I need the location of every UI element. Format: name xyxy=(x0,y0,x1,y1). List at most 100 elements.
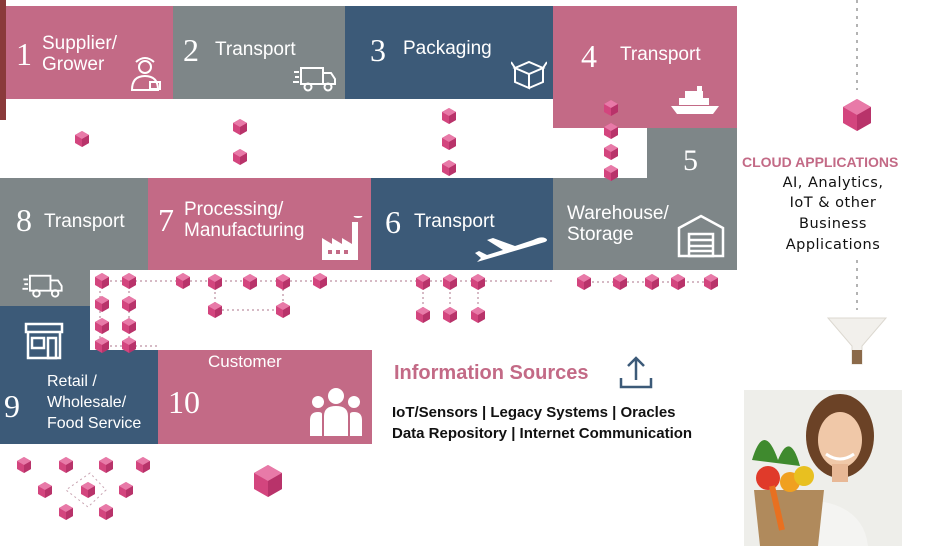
cube xyxy=(122,273,136,289)
cube xyxy=(122,337,136,353)
step-number: 10 xyxy=(168,384,200,420)
cube xyxy=(95,318,109,334)
factory-icon xyxy=(322,216,363,260)
cube xyxy=(243,274,257,290)
cube xyxy=(471,274,485,290)
cube xyxy=(442,134,456,150)
info-line: IoT/Sensors | Legacy Systems | Oracles xyxy=(392,404,676,421)
step-9-number: 9 xyxy=(4,388,20,424)
cube xyxy=(416,274,430,290)
cube xyxy=(59,457,73,473)
cloud-line: AI, Analytics, xyxy=(782,175,884,191)
cube xyxy=(577,274,591,290)
cloud-line: IoT & other xyxy=(789,195,877,211)
cube xyxy=(176,273,190,289)
step-number: 4 xyxy=(581,38,597,74)
cube xyxy=(442,108,456,124)
airplane-icon xyxy=(475,237,547,262)
step-number: 3 xyxy=(370,32,386,68)
step-4-tile: 4 Transport xyxy=(553,6,737,128)
cube xyxy=(99,504,113,520)
step-10-tile: Customer 10 xyxy=(158,350,372,444)
step-8-lower xyxy=(0,270,90,306)
cube xyxy=(704,274,718,290)
step-number: 6 xyxy=(385,204,401,240)
cube xyxy=(671,274,685,290)
open-box-icon xyxy=(511,60,547,90)
cube xyxy=(95,296,109,312)
upload-arrow-icon xyxy=(619,356,653,389)
step-label: Customer xyxy=(208,352,282,371)
cube xyxy=(843,99,871,131)
step-3-tile: 3 Packaging xyxy=(345,6,553,99)
cube xyxy=(95,337,109,353)
cube xyxy=(443,274,457,290)
step-6-tile: 6 Transport xyxy=(371,178,553,270)
funnel-graphic xyxy=(826,317,888,365)
cube xyxy=(443,307,457,323)
cube xyxy=(471,307,485,323)
step-label: Transport xyxy=(215,39,296,60)
people-group-icon xyxy=(310,388,362,436)
delivery-truck-icon xyxy=(22,274,63,298)
cube xyxy=(254,465,282,497)
cube xyxy=(17,457,31,473)
step-label: Transport xyxy=(414,211,495,232)
cube xyxy=(604,123,618,139)
step-7-tile: 7 Processing/ Manufacturing xyxy=(148,178,371,270)
cube xyxy=(233,149,247,165)
warehouse-icon xyxy=(677,214,725,258)
step-label: Processing/ Manufacturing xyxy=(184,199,305,241)
cube xyxy=(233,119,247,135)
step-label: Transport xyxy=(620,44,701,65)
step-label: Transport xyxy=(44,211,125,232)
step-number: 7 xyxy=(158,202,174,238)
cube xyxy=(604,144,618,160)
delivery-truck-icon xyxy=(293,67,336,92)
cube xyxy=(276,302,290,318)
cube xyxy=(99,457,113,473)
cloud-line: Business xyxy=(799,216,867,232)
storefront-icon xyxy=(24,322,64,360)
cube xyxy=(613,274,627,290)
step-number: 5 xyxy=(683,144,698,177)
step-number: 2 xyxy=(183,32,199,68)
cube xyxy=(276,274,290,290)
cube xyxy=(38,482,52,498)
step-label: Supplier/ Grower xyxy=(42,33,117,75)
cube xyxy=(119,482,133,498)
information-sources-title: Information Sources xyxy=(394,362,589,384)
step-1-tile: 1 Supplier/ Grower xyxy=(0,6,173,99)
cloud-applications-title: CLOUD APPLICATIONS xyxy=(742,154,899,170)
cube xyxy=(81,482,95,498)
step-8-tile: 8 Transport xyxy=(0,178,148,270)
cube xyxy=(645,274,659,290)
cube xyxy=(604,100,618,116)
cube xyxy=(122,296,136,312)
step-number: 8 xyxy=(16,202,32,238)
step-number: 1 xyxy=(16,36,32,72)
cruise-ship-icon xyxy=(671,86,719,114)
cube xyxy=(416,307,430,323)
info-line: Data Repository | Internet Communication xyxy=(392,425,693,442)
cube xyxy=(75,131,89,147)
step-5-lower: Warehouse/ Storage xyxy=(553,178,737,270)
cube xyxy=(208,302,222,318)
step-9-label: Retail / Wholesale/ Food Service xyxy=(47,373,142,432)
step-label: Packaging xyxy=(403,38,492,59)
cloud-line: Applications xyxy=(785,237,881,253)
cube xyxy=(59,504,73,520)
cube xyxy=(136,457,150,473)
cube xyxy=(604,165,618,181)
cube xyxy=(95,273,109,289)
farmer-icon xyxy=(130,57,161,91)
step-9-tile xyxy=(0,306,90,444)
step-9-lower xyxy=(90,350,158,444)
cube xyxy=(442,160,456,176)
cube xyxy=(208,274,222,290)
cube xyxy=(313,273,327,289)
step-5-tile: 5 xyxy=(647,128,737,178)
customer-photo xyxy=(744,390,902,546)
step-2-tile: 2 Transport xyxy=(173,6,345,99)
left-edge-photo xyxy=(0,0,6,120)
